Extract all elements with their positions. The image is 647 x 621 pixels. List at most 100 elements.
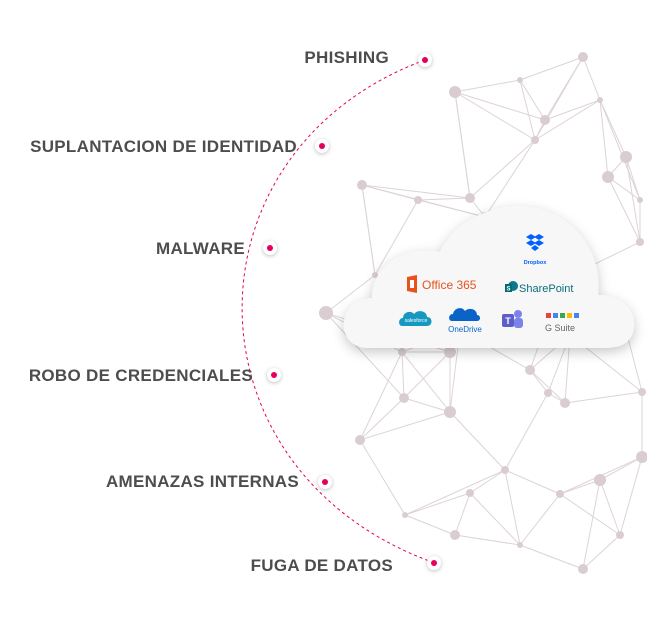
network-link — [359, 411, 451, 441]
network-link — [454, 91, 471, 199]
network-node — [525, 365, 535, 375]
network-link — [454, 79, 521, 93]
network-link — [519, 79, 536, 141]
network-link — [582, 56, 601, 101]
network-node — [465, 193, 475, 203]
network-node — [398, 348, 406, 356]
network-link — [619, 456, 643, 536]
threat-dot-malware — [263, 241, 277, 255]
network-link — [504, 392, 549, 471]
network-link — [454, 492, 471, 536]
network-link — [559, 479, 601, 495]
network-node — [414, 196, 422, 204]
network-link — [504, 469, 561, 495]
network-node — [578, 52, 588, 62]
network-link — [454, 534, 521, 546]
threat-arc — [241, 59, 433, 563]
network-link — [607, 176, 641, 201]
network-link — [607, 176, 641, 243]
network-link — [504, 469, 521, 546]
network-link — [454, 91, 546, 121]
network-link — [599, 99, 641, 201]
sharepoint-icon: S — [505, 281, 518, 293]
network-node — [372, 272, 378, 278]
network-link — [559, 493, 621, 536]
gsuite-icon — [546, 313, 579, 318]
network-link — [401, 351, 451, 413]
network-link — [404, 492, 471, 516]
threat-dot-robo — [267, 368, 281, 382]
dropbox-label: Dropbox — [524, 260, 548, 266]
network-node — [540, 115, 550, 125]
network-node — [449, 86, 461, 98]
threat-label-fuga: FUGA DE DATOS — [250, 556, 393, 575]
network-node — [638, 388, 646, 396]
network-link — [469, 139, 536, 199]
network-link — [519, 544, 584, 570]
network-link — [403, 397, 451, 413]
office365-icon — [407, 275, 417, 293]
threat-dot-fuga — [427, 556, 441, 570]
network-node — [556, 490, 564, 498]
cloud-shape — [343, 206, 635, 348]
teams-icon: T — [502, 310, 523, 328]
network-link — [361, 184, 471, 199]
network-node — [636, 451, 647, 463]
network-node — [637, 197, 643, 203]
network-link — [519, 79, 546, 121]
svg-text:T: T — [505, 316, 511, 326]
network-node — [517, 542, 523, 548]
network-link — [625, 329, 643, 393]
network-node — [399, 393, 409, 403]
threat-label-robo: ROBO DE CREDENCIALES — [28, 366, 253, 385]
network-node — [620, 151, 632, 163]
salesforce-label: salesforce — [405, 318, 428, 324]
network-link — [469, 469, 506, 494]
network-node — [531, 136, 539, 144]
threat-dot-phishing — [418, 53, 432, 67]
salesforce-icon — [399, 311, 432, 326]
network-link — [544, 99, 601, 121]
network-link — [519, 56, 584, 81]
gsuite-label: G Suite — [545, 323, 575, 333]
svg-text:S: S — [506, 287, 510, 293]
network-link — [359, 397, 405, 441]
network-node — [402, 512, 408, 518]
network-link — [529, 369, 566, 404]
network-link — [484, 139, 536, 218]
network-node — [319, 306, 333, 320]
network-node — [602, 171, 614, 183]
network-link — [404, 514, 456, 536]
network-link — [359, 351, 403, 441]
network-node — [501, 466, 509, 474]
network-node — [355, 435, 365, 445]
network-link — [534, 99, 601, 141]
network-link — [401, 351, 405, 399]
network-node — [466, 489, 474, 497]
network-node — [357, 180, 367, 190]
network-node — [594, 474, 606, 486]
network-link — [417, 199, 486, 218]
network-node — [636, 238, 644, 246]
network-node — [444, 346, 456, 358]
threat-label-suplantacion: SUPLANTACION DE IDENTIDAD — [30, 137, 297, 156]
network-node — [578, 564, 588, 574]
network-link — [519, 493, 561, 546]
network-link — [325, 274, 376, 314]
network-link — [599, 456, 643, 481]
network-link — [534, 56, 584, 141]
network-link — [564, 391, 643, 404]
network-node — [450, 530, 460, 540]
network-node — [544, 389, 552, 397]
network-link — [361, 184, 376, 276]
network-link — [325, 312, 405, 399]
network-link — [582, 479, 601, 570]
network-node — [517, 77, 523, 83]
threat-label-malware: MALWARE — [156, 239, 245, 258]
network-node — [560, 398, 570, 408]
sharepoint-label: SharePoint — [519, 283, 573, 295]
network-link — [454, 91, 536, 141]
network-node — [616, 531, 624, 539]
network-link — [469, 492, 521, 546]
